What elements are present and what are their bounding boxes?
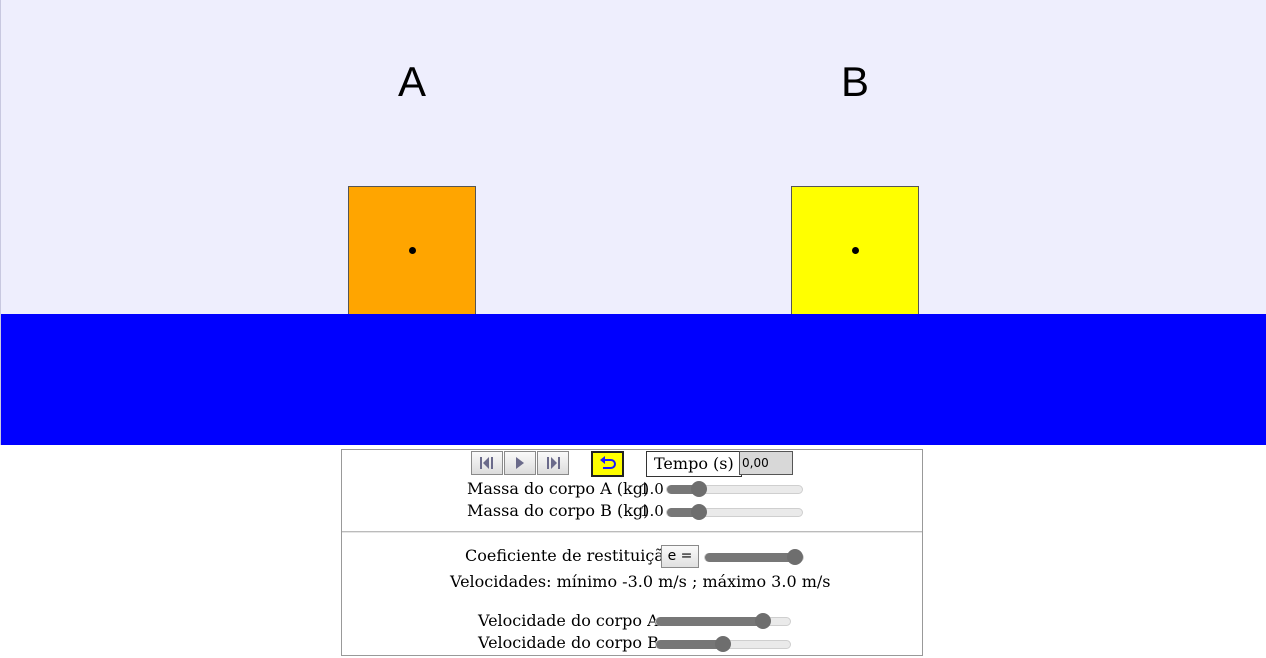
body-a-block xyxy=(348,186,476,315)
velocity-b-slider-thumb[interactable] xyxy=(715,636,731,652)
velocity-b-label: Velocidade do corpo B xyxy=(478,633,659,652)
step-forward-icon xyxy=(547,457,560,469)
velocity-a-label: Velocidade do corpo A xyxy=(478,611,659,630)
velocity-range-text: Velocidades: mínimo -3.0 m/s ; máximo 3.… xyxy=(450,572,831,591)
panel-divider xyxy=(342,531,922,533)
velocity-a-slider[interactable] xyxy=(655,613,791,629)
body-b-center-dot xyxy=(852,247,859,254)
mass-b-slider-fill xyxy=(667,508,700,517)
simulation-canvas: A B xyxy=(0,0,1266,445)
mass-a-slider-fill xyxy=(667,485,700,494)
mass-a-value: 1.0 xyxy=(640,480,664,498)
reset-button[interactable] xyxy=(591,451,624,477)
mass-a-slider-thumb[interactable] xyxy=(691,481,708,497)
time-value-field: 0,00 xyxy=(739,451,793,475)
control-panel: Tempo (s) 0,00 Massa do corpo A (kg) 1.0… xyxy=(341,449,923,656)
play-icon xyxy=(516,457,524,469)
restitution-slider[interactable] xyxy=(704,549,804,565)
body-a-label: A xyxy=(397,58,426,105)
reset-icon xyxy=(599,456,616,469)
mass-b-value: 1.0 xyxy=(640,502,664,520)
restitution-label: Coeficiente de restituição xyxy=(465,546,674,565)
floor xyxy=(1,314,1266,445)
restitution-slider-fill xyxy=(705,553,795,562)
mass-a-slider[interactable] xyxy=(666,481,803,497)
step-forward-button[interactable] xyxy=(537,451,569,475)
velocity-a-slider-thumb[interactable] xyxy=(755,613,772,629)
body-b-label: B xyxy=(840,58,869,105)
restitution-slider-thumb[interactable] xyxy=(787,549,803,565)
mass-b-label: Massa do corpo B (kg) xyxy=(467,501,650,520)
play-button[interactable] xyxy=(504,451,536,475)
mass-b-slider[interactable] xyxy=(666,504,803,520)
restitution-e-button[interactable]: e = xyxy=(661,545,699,568)
velocity-b-slider[interactable] xyxy=(655,636,791,652)
mass-a-label: Massa do corpo A (kg) xyxy=(467,479,650,498)
body-b-block xyxy=(791,186,919,315)
body-a-center-dot xyxy=(409,247,416,254)
step-back-icon xyxy=(480,457,493,469)
mass-b-slider-thumb[interactable] xyxy=(691,504,708,520)
playback-controls xyxy=(471,451,570,477)
time-label: Tempo (s) xyxy=(646,451,742,477)
velocity-b-slider-fill xyxy=(656,640,723,649)
step-back-button[interactable] xyxy=(471,451,503,475)
velocity-a-slider-fill xyxy=(656,617,764,626)
